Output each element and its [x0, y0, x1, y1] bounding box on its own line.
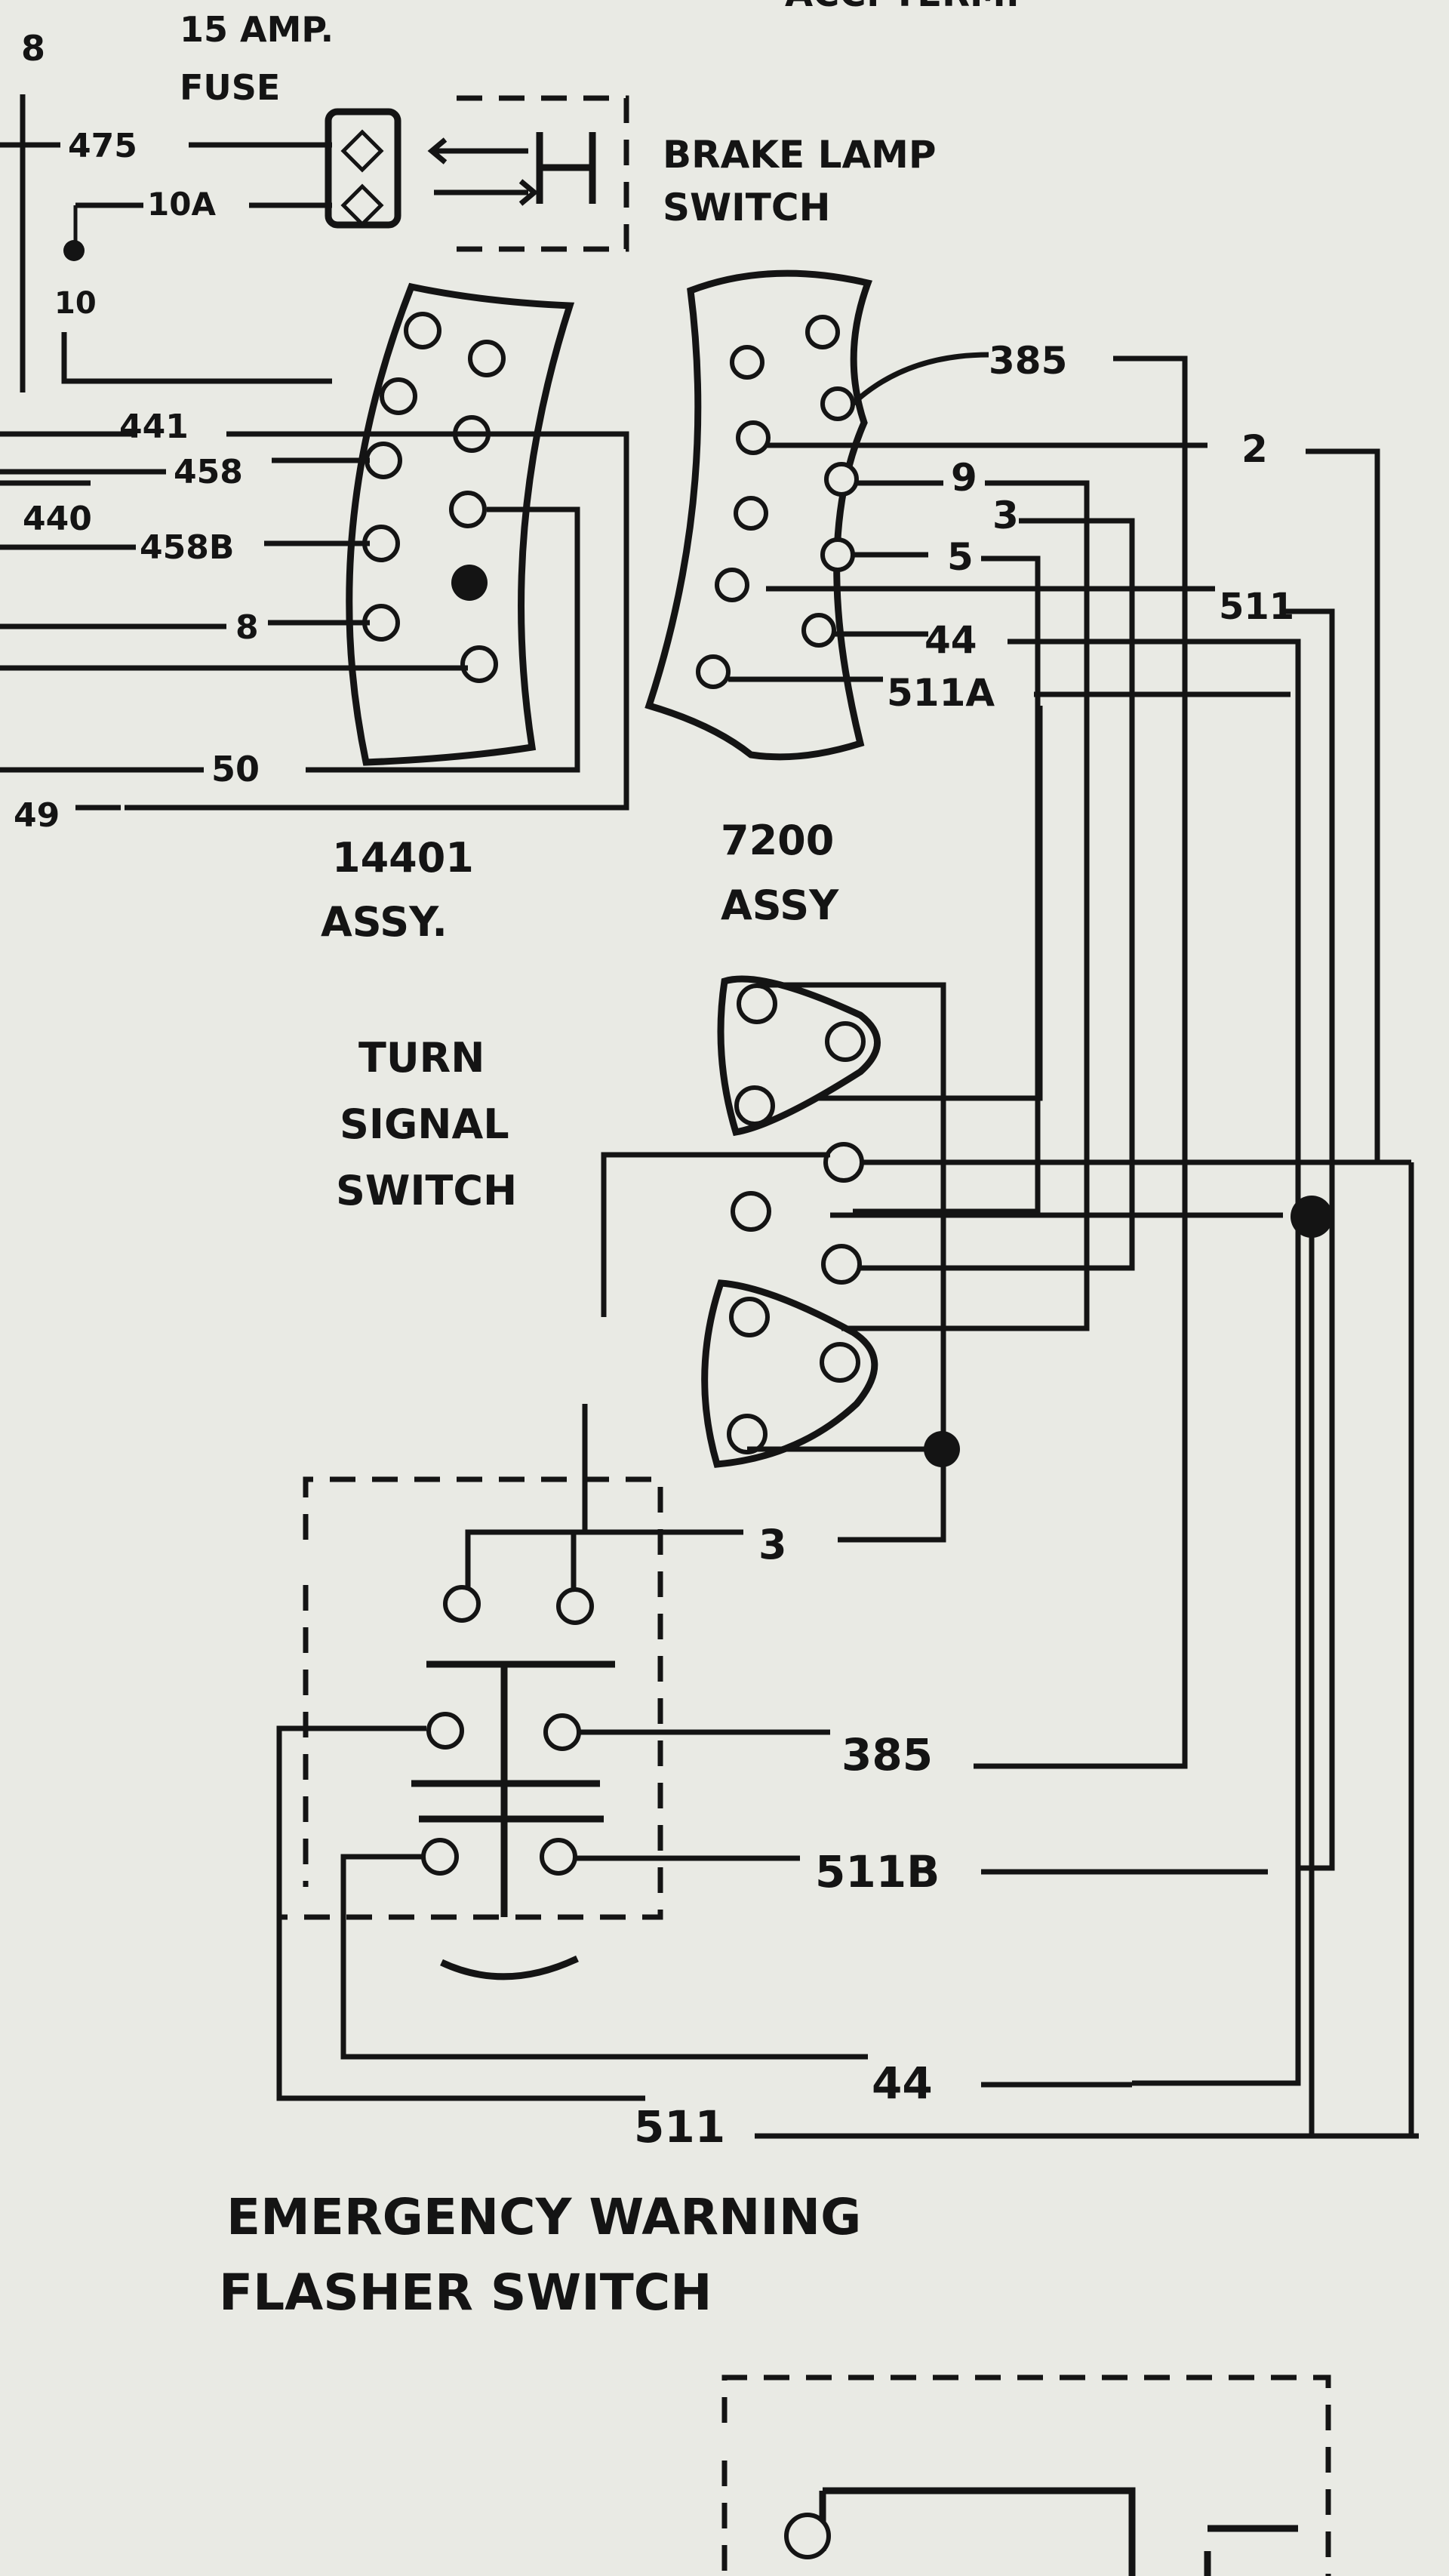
connector-7200: 385 2 9 3 5 511 44 511A 7200 ASSY — [645, 269, 1380, 2086]
wire-458-label: 458 — [174, 453, 243, 491]
flasher-wire-511-label: 511 — [634, 2101, 725, 2153]
wire-2-label: 2 — [1241, 427, 1268, 471]
flasher-switch-outline — [279, 1476, 663, 1920]
wire-50-label: 50 — [211, 749, 260, 789]
flasher-wire-385-label: 385 — [841, 1729, 933, 1780]
wire-44-label-top: 44 — [924, 618, 977, 662]
wire-8-label: 8 — [235, 608, 259, 647]
turn-signal-label-line1: TURN — [358, 1034, 485, 1082]
wire-511a-label: 511A — [887, 671, 995, 715]
flasher-wire-511b-label: 511B — [815, 1846, 940, 1897]
wire-511-label-top: 511 — [1219, 586, 1294, 628]
brake-lamp-label-line2: SWITCH — [663, 186, 830, 229]
upper-contact-plate — [717, 975, 881, 1137]
emergency-flasher-switch: 3 385 511B 44 511 EMERGENCY WARNING FLAS… — [219, 1162, 1419, 2322]
wire-475-label: 475 — [68, 127, 137, 165]
wire-458b-label: 458B — [140, 528, 234, 567]
fuse-label-line1: 15 AMP. — [180, 9, 334, 50]
lower-contact-plate — [701, 1279, 878, 1468]
flasher-label-line1: EMERGENCY WARNING — [226, 2188, 861, 2246]
connector-14401: 441 458 440 458B 8 50 49 14401 ASSY. — [0, 282, 629, 946]
turn-signal-label-line2: SIGNAL — [340, 1100, 509, 1148]
wire-441-label: 441 — [119, 408, 189, 446]
bottom-partial-component — [721, 2374, 1331, 2576]
assy-14401-line2: ASSY. — [321, 898, 448, 946]
fuse-section: 8 ACC. TERM. 15 AMP. FUSE 475 10A 10 BRA… — [0, 0, 1020, 392]
wire-9-label: 9 — [951, 456, 977, 500]
flasher-wire-3-label: 3 — [758, 1521, 787, 1568]
connector-7200-body — [645, 269, 872, 761]
wire-440-label: 440 — [23, 500, 92, 538]
fuse-label-line2: FUSE — [180, 67, 280, 108]
wire-5-label: 5 — [947, 535, 974, 579]
assy-7200-line1: 7200 — [721, 817, 834, 864]
assy-14401-line1: 14401 — [332, 834, 474, 882]
acc-term-label-partial: ACC. TERM. — [785, 0, 1020, 15]
assy-7200-line2: ASSY — [721, 882, 839, 929]
turn-signal-switch: TURN SIGNAL SWITCH — [336, 975, 1411, 2136]
wire-385-label: 385 — [989, 339, 1067, 383]
brake-lamp-label-line1: BRAKE LAMP — [663, 133, 937, 177]
wire-10a-label: 10A — [147, 186, 216, 223]
turn-signal-label-line3: SWITCH — [336, 1167, 517, 1214]
top-left-number: 8 — [21, 28, 45, 69]
flasher-wire-44-label: 44 — [872, 2057, 933, 2109]
wire-49-label: 49 — [14, 796, 60, 835]
wire-10-label: 10 — [54, 286, 97, 321]
flasher-label-line2: FLASHER SWITCH — [219, 2264, 712, 2322]
wire-3-label: 3 — [992, 494, 1019, 537]
brake-lamp-switch: BRAKE LAMP SWITCH — [427, 95, 937, 252]
